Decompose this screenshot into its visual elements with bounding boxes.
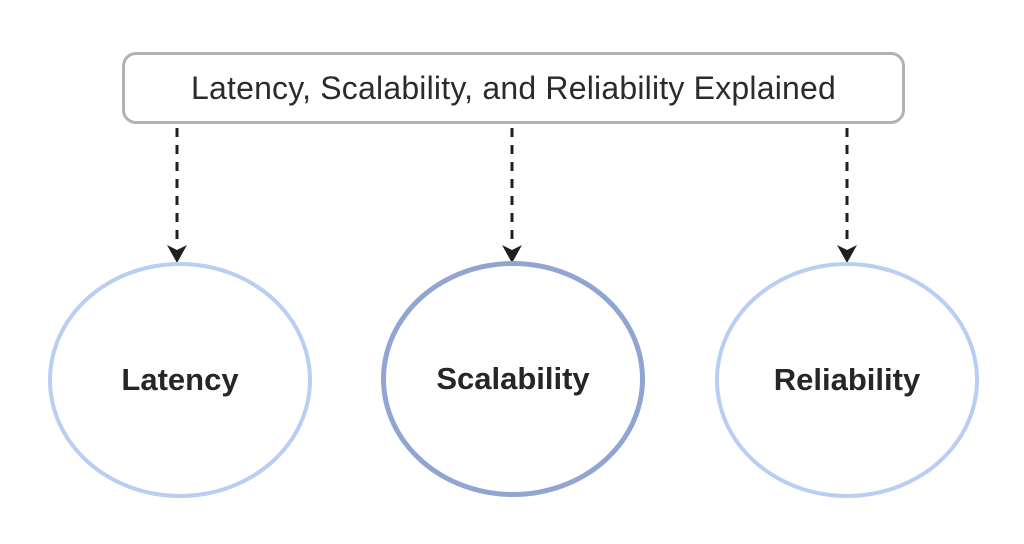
node-reliability: Reliability [715,262,979,498]
arrow-connector-reliability [837,128,857,263]
node-label-reliability: Reliability [773,362,921,397]
arrow-connector-scalability [502,128,522,263]
title-box: Latency, Scalability, and Reliability Ex… [122,52,905,124]
node-label-latency: Latency [121,362,239,397]
node-label-scalability: Scalability [436,361,590,396]
node-latency: Latency [48,262,312,498]
node-scalability: Scalability [381,261,645,497]
diagram-title: Latency, Scalability, and Reliability Ex… [190,69,836,106]
arrow-connector-latency [167,128,187,263]
